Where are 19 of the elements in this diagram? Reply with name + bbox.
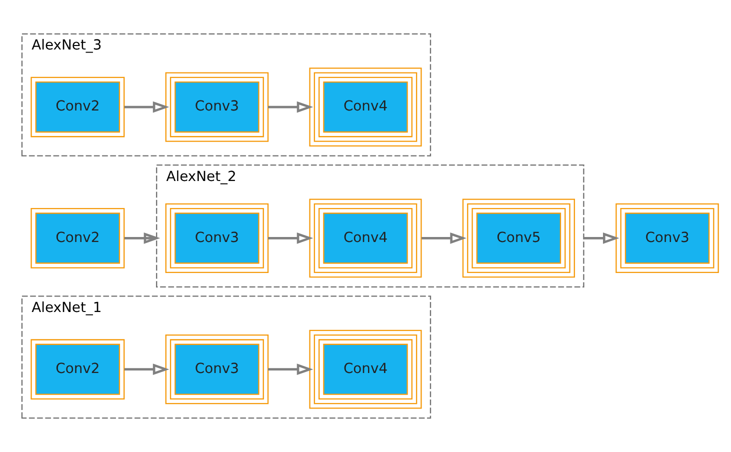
- arrow: [124, 101, 170, 113]
- node-box: Conv3: [165, 72, 269, 142]
- arrow: [422, 232, 466, 244]
- node-box: Conv5: [462, 198, 575, 278]
- arrow: [124, 364, 170, 376]
- node-box: Conv3: [165, 203, 269, 273]
- arrow: [124, 232, 160, 244]
- node-box: Conv4: [309, 68, 422, 146]
- node-box: Conv4: [309, 198, 422, 278]
- node-box: Conv3: [616, 203, 719, 273]
- node-box: Conv4: [309, 330, 422, 409]
- arrow: [584, 232, 620, 244]
- node-box: Conv2: [30, 339, 125, 400]
- arrow: [268, 232, 314, 244]
- arrow: [268, 101, 314, 113]
- node-box: Conv2: [30, 76, 125, 138]
- node-box: Conv3: [165, 334, 269, 404]
- arrow: [268, 364, 314, 376]
- node-box: Conv2: [30, 208, 125, 268]
